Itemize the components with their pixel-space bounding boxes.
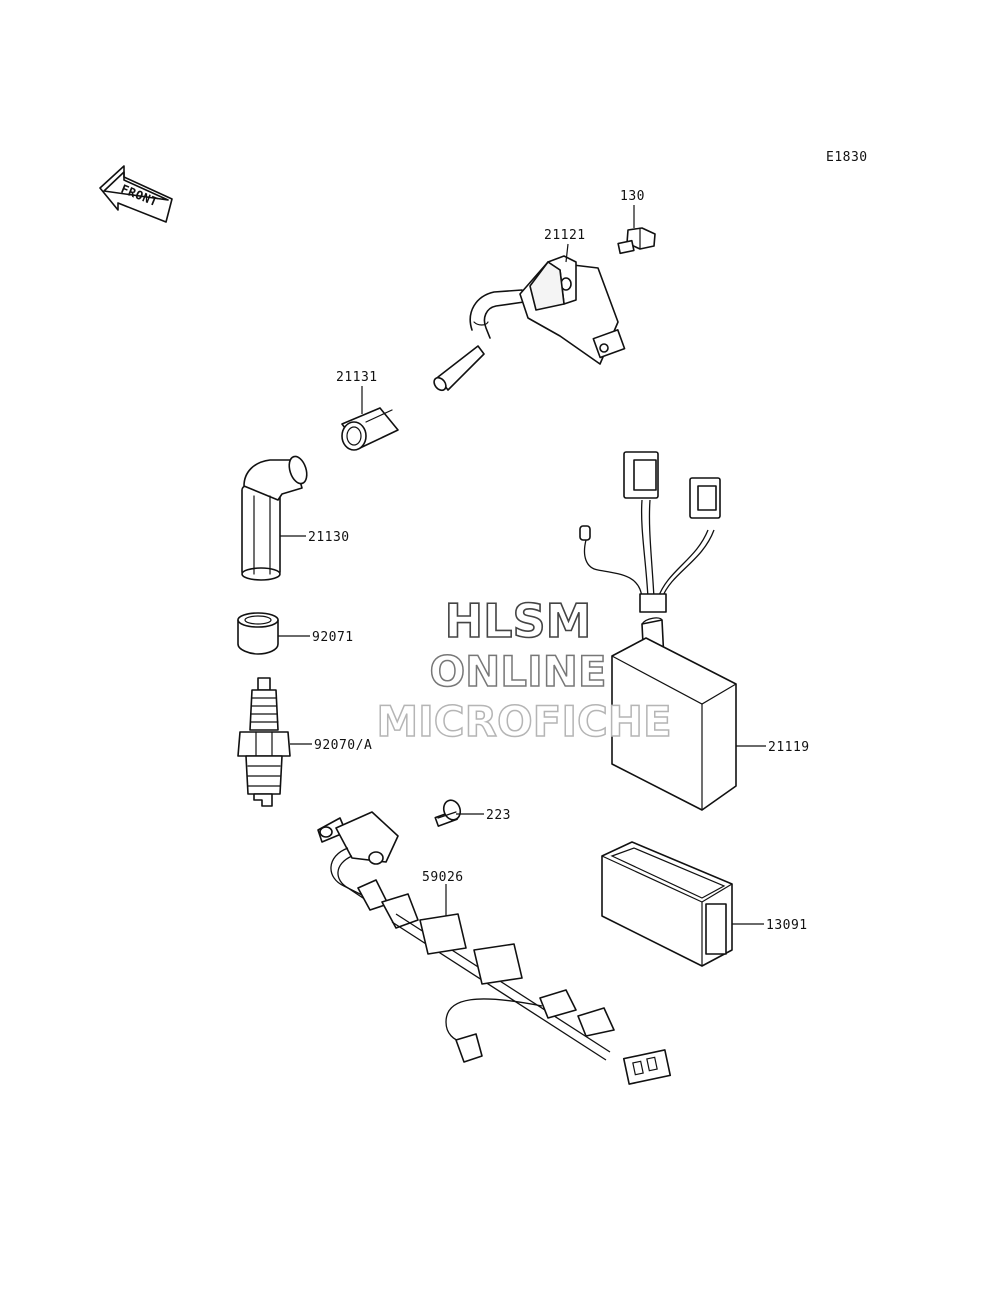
- plug-cap-21130: [241, 455, 308, 581]
- callout-92070-a: 92070/A: [314, 738, 372, 753]
- bolt-130: [617, 227, 656, 255]
- callout-59026: 59026: [422, 870, 464, 885]
- spark-plug-92070: [237, 677, 291, 807]
- watermark-line-3: MICROFICHE: [376, 697, 671, 746]
- cdi-unit-21119: [579, 451, 737, 811]
- ignition-coil-21121: [433, 255, 626, 392]
- screw-223: [434, 799, 462, 827]
- callout-130: 130: [620, 189, 645, 204]
- diagram-code: E1830: [826, 150, 868, 165]
- watermark-line-1: HLSM: [445, 594, 592, 648]
- callout-13091: 13091: [766, 918, 808, 933]
- cap-seal-21131: [341, 407, 399, 451]
- leader-lines: [278, 205, 766, 925]
- callout-21130: 21130: [308, 530, 350, 545]
- watermark-line-2: ONLINE: [429, 647, 606, 696]
- case-13091: [601, 841, 733, 967]
- cap-92071: [237, 612, 279, 655]
- pickup-coil-59026: [317, 811, 672, 1085]
- front-arrow-icon: FRONT: [99, 165, 173, 223]
- callout-223: 223: [486, 808, 511, 823]
- callout-21121: 21121: [544, 228, 586, 243]
- callout-21131: 21131: [336, 370, 378, 385]
- callout-21119: 21119: [768, 740, 810, 755]
- callout-92071: 92071: [312, 630, 354, 645]
